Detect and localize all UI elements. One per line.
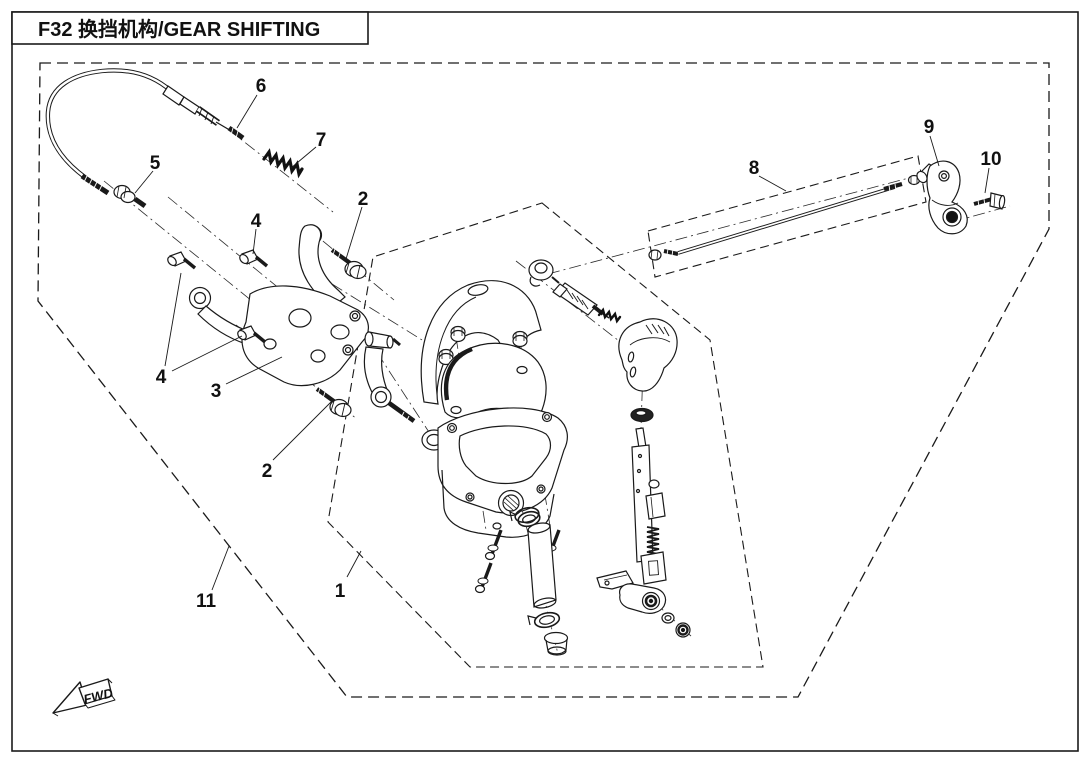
part-label-5: 5 — [150, 153, 161, 174]
leader-3 — [225, 356, 283, 385]
rod-boundary-dashed — [647, 155, 927, 278]
leader-7 — [290, 146, 317, 169]
title-box — [11, 11, 369, 45]
part-label-10: 10 — [980, 149, 1001, 170]
leader-10 — [984, 167, 990, 194]
leader-4-top — [252, 228, 257, 255]
leader-5 — [134, 170, 154, 194]
page-title: F32 换挡机构/GEAR SHIFTING — [38, 17, 320, 41]
part-label-2-bottom: 2 — [262, 461, 273, 482]
bolt-drawing — [973, 192, 1006, 210]
fwd-label: FWD — [82, 685, 115, 707]
axis-lines — [103, 128, 1011, 655]
part-label-9: 9 — [924, 117, 935, 138]
part-label-6: 6 — [256, 76, 267, 97]
spring-drawing — [262, 148, 304, 179]
rod-drawing — [648, 174, 921, 261]
part-label-11: 11 — [196, 591, 217, 612]
knob-drawing — [528, 259, 678, 423]
fwd-arrow: FWD — [52, 678, 116, 717]
leader-lines — [134, 94, 990, 591]
cable-drawing — [45, 68, 245, 209]
leader-9 — [929, 135, 940, 167]
outer-boundary-dashed — [37, 62, 1050, 698]
leader-2-bottom — [272, 400, 333, 461]
leader-2-top — [345, 206, 363, 260]
bracket-drawing — [167, 224, 416, 423]
part-label-8: 8 — [749, 158, 760, 179]
leader-4-left-a — [164, 272, 182, 367]
part-label-4-top: 4 — [251, 211, 262, 232]
part-label-4-left: 4 — [156, 367, 167, 388]
leader-6 — [236, 94, 258, 129]
part-label-2-top: 2 — [358, 189, 369, 210]
leader-8 — [758, 175, 787, 192]
housing-drawing — [421, 342, 569, 656]
arm-drawing — [916, 160, 968, 235]
assembly-boundary-dashed — [327, 202, 764, 668]
part-label-3: 3 — [211, 381, 222, 402]
part-label-7: 7 — [316, 130, 327, 151]
page-border — [11, 11, 1079, 752]
leader-11 — [211, 545, 230, 591]
leader-4-left-b — [171, 335, 243, 372]
leader-1 — [346, 550, 362, 578]
part-label-1: 1 — [335, 581, 346, 602]
lever-drawing — [596, 427, 691, 638]
part-callouts: 1 2 2 3 4 4 5 6 7 8 9 10 11 — [150, 76, 1002, 612]
